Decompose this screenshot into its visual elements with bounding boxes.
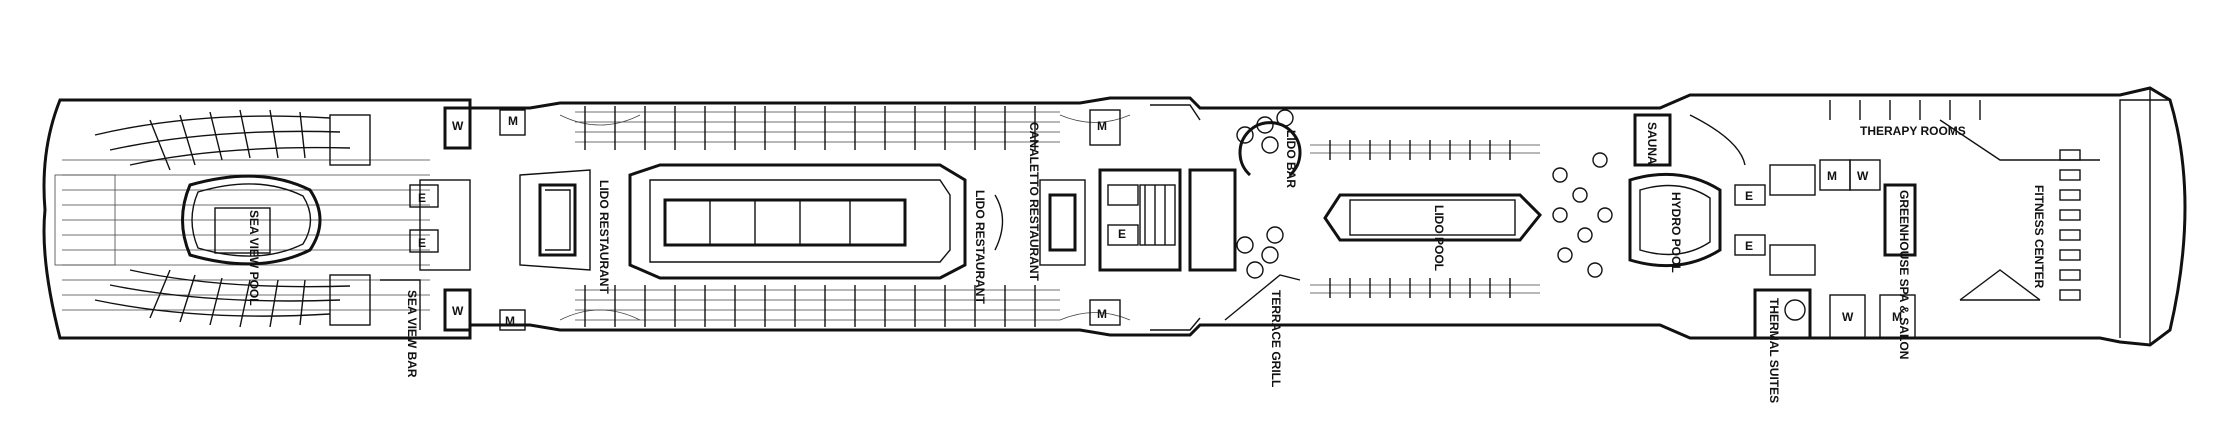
sauna: SAUNA [1633,113,1746,167]
greenhouse-spa: GREENHOUSE SPA & SALON [1883,183,1917,359]
lido-pool-label: LIDO POOL [1432,205,1446,271]
women-restroom-marker: W [1842,310,1854,324]
lido-restaurant-aft: LIDO RESTAURANT [519,114,641,321]
spa-restrooms: M W W M [1819,159,1916,339]
men-restroom-marker: M [1097,119,1107,133]
men-restroom-marker: M [508,114,518,128]
elevator-marker: E [1118,227,1126,241]
men-restroom-marker: M [1892,310,1902,324]
canaletto-restaurant: CANALETTO RESTAURANT [1027,114,1131,321]
sea-view-bar-label: SEA VIEW BAR [405,290,419,378]
midship-core: E M M [1089,104,1237,331]
hydro-pool-label: HYDRO POOL [1669,192,1683,273]
aft-core: E E W W M M [409,106,526,332]
thermal-suites-label: THERMAL SUITES [1767,298,1781,403]
lido-restaurant-fwd-label: LIDO RESTAURANT [973,190,987,304]
lido-bar-label: LIDO BAR [1284,130,1298,188]
women-restroom-marker: W [452,119,464,133]
greenhouse-label: GREENHOUSE SPA & SALON [1897,190,1911,359]
men-restroom-marker: M [1097,307,1107,321]
lido-restaurant-aft-label: LIDO RESTAURANT [597,180,611,294]
hydro-pool: HYDRO POOL [1628,172,1722,273]
fitness-center: FITNESS CENTER [1939,119,2100,301]
canaletto-restaurant-label: CANALETTO RESTAURANT [1027,122,1041,282]
men-restroom-marker: M [505,314,515,328]
sea-view-pool-label: SEA VIEW POOL [247,210,261,306]
men-restroom-marker: M [1827,169,1837,183]
elevator-marker: E [1745,189,1753,203]
sea-view-pool: SEA VIEW POOL [181,174,322,306]
lido-bar: LIDO BAR [1236,109,1302,188]
lido-pool: LIDO POOL [1310,140,1543,298]
dining-seating [575,106,1060,327]
lido-buffet [628,163,967,280]
elevator-marker: E [418,191,426,205]
elevator-marker: E [1745,239,1753,253]
women-restroom-marker: W [452,304,464,318]
terrace-grill: TERRACE GRILL [1224,226,1301,387]
sea-view-bar: SEA VIEW BAR [380,279,421,378]
fitness-center-label: FITNESS CENTER [2032,185,2046,289]
therapy-rooms-label: THERAPY ROOMS [1860,124,1966,138]
women-restroom-marker: W [1857,169,1869,183]
aft-sun-deck [54,109,430,328]
terrace-grill-label: TERRACE GRILL [1269,290,1283,387]
therapy-rooms: THERAPY ROOMS [1829,100,1981,138]
elevator-marker: E [418,236,426,250]
sauna-label: SAUNA [1645,122,1659,165]
spa-core: E E [1734,164,1816,276]
lido-restaurant-fwd: LIDO RESTAURANT [973,190,1004,304]
palm-plants [1552,152,1613,278]
thermal-suites: THERMAL SUITES [1753,288,1812,403]
